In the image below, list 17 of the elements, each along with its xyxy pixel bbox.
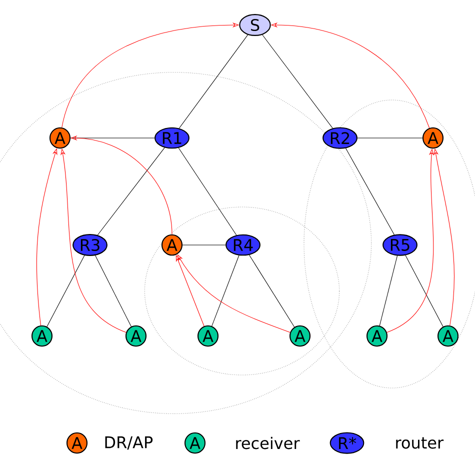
link-line bbox=[345, 148, 395, 236]
link-line bbox=[262, 34, 333, 128]
link-line bbox=[97, 147, 165, 236]
arrow bbox=[60, 148, 126, 333]
legend-label: router bbox=[396, 437, 444, 449]
arrow bbox=[434, 148, 455, 326]
link-line bbox=[178, 34, 248, 129]
link-line bbox=[95, 255, 132, 327]
legend-label: receiver bbox=[236, 436, 300, 450]
link-line bbox=[248, 254, 295, 328]
link-line bbox=[405, 255, 444, 327]
legend-label: DR/AP bbox=[105, 436, 153, 450]
link-line bbox=[182, 244, 226, 246]
link-line bbox=[212, 255, 240, 326]
link-line bbox=[379, 255, 398, 326]
link-line bbox=[46, 255, 85, 327]
link-line bbox=[178, 148, 237, 236]
